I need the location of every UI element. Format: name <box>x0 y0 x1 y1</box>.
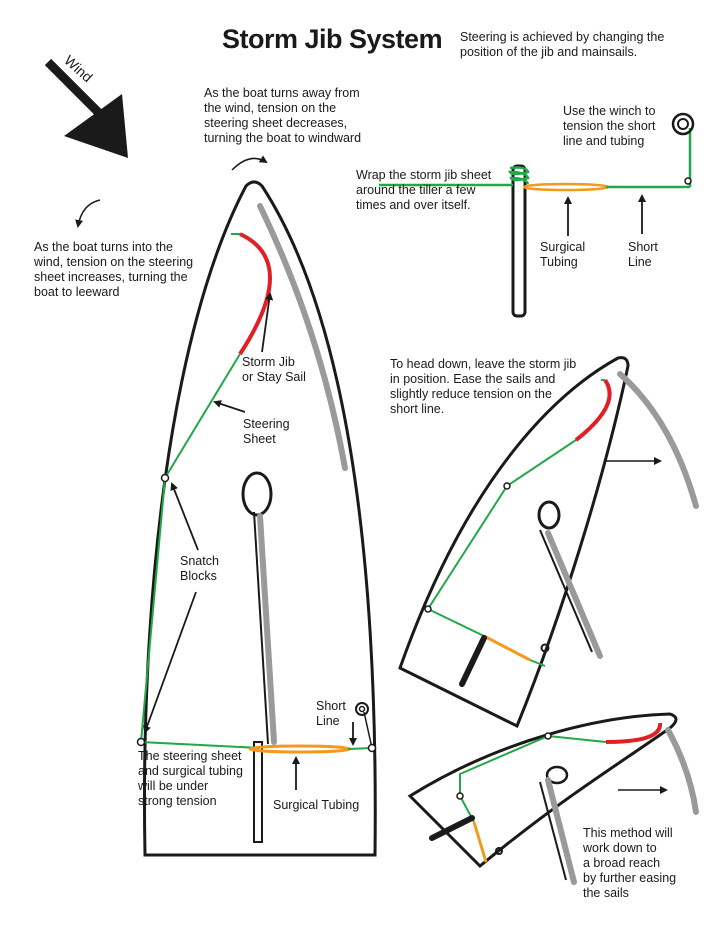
label-steering-sheet: Steering Sheet <box>243 417 290 446</box>
label-surgical-tubing-main: Surgical Tubing <box>273 798 360 812</box>
head-down-hull <box>398 356 630 729</box>
main-storm-jib <box>238 232 272 356</box>
detail-tubing <box>522 182 610 192</box>
broad-reach-mainsail <box>665 727 699 815</box>
label-short-line-detail: Short Line <box>628 240 658 269</box>
tiller-detail <box>379 112 695 318</box>
label-surgical-tubing-detail: Surgical Tubing <box>540 240 586 269</box>
head-down-mainsail <box>617 371 699 509</box>
main-hull <box>142 180 377 857</box>
main-boom <box>257 513 277 745</box>
broad-reach-hull <box>407 712 678 869</box>
broad-reach-boom <box>545 777 577 885</box>
main-block-lower <box>136 737 146 747</box>
broad-reach-tiller <box>429 815 475 841</box>
page-title: Storm Jib System <box>222 24 443 54</box>
label-head-down: To head down, leave the storm jib in pos… <box>390 357 577 416</box>
main-boat <box>136 180 377 857</box>
label-into-wind: As the boat turns into the wind, tension… <box>34 240 194 299</box>
head-down-boom <box>545 530 603 659</box>
detail-block <box>684 177 692 185</box>
main-block-right <box>367 743 377 753</box>
label-snatch-blocks: Snatch Blocks <box>180 554 219 583</box>
boat-head-down <box>398 356 699 729</box>
detail-tiller <box>511 164 527 318</box>
main-steering-sheet-lower <box>139 353 261 749</box>
label-tension-note: The steering sheet and surgical tubing w… <box>138 749 243 808</box>
head-down-mast <box>537 500 561 530</box>
turn-into-arrow <box>75 199 101 228</box>
turn-away-arrow <box>231 155 268 171</box>
detail-winch <box>671 112 695 136</box>
head-down-jib <box>574 378 612 442</box>
detail-pointer-arrows <box>564 194 646 236</box>
broad-reach-jib <box>605 722 662 744</box>
label-short-line-main: Short Line <box>316 699 346 728</box>
main-block-upper <box>160 473 170 483</box>
label-wrap: Wrap the storm jib sheet around the till… <box>356 168 492 212</box>
broad-reach-mast <box>545 765 569 785</box>
main-mainsail <box>257 203 348 471</box>
wind-arrow <box>44 58 128 158</box>
head-down-tiller <box>459 635 487 687</box>
label-storm-jib: Storm Jib or Stay Sail <box>242 355 306 384</box>
detail-wrap <box>507 166 530 185</box>
main-tiller <box>253 741 263 843</box>
head-down-tubing <box>483 634 531 662</box>
boat-broad-reach <box>407 712 699 885</box>
intro-text: Steering is achieved by changing the pos… <box>460 30 665 59</box>
main-boom-outline <box>253 511 269 745</box>
main-pointer-arrows <box>143 292 357 790</box>
label-winch: Use the winch to tension the short line … <box>563 104 656 148</box>
main-winch <box>355 702 369 716</box>
label-away-from-wind: As the boat turns away from the wind, te… <box>204 86 362 145</box>
label-broad-reach: This method will work down to a broad re… <box>583 826 677 900</box>
broad-reach-sheet <box>459 734 607 823</box>
head-down-sheet <box>426 439 577 637</box>
main-surgical-tubing <box>248 744 352 754</box>
main-mast <box>241 471 273 517</box>
